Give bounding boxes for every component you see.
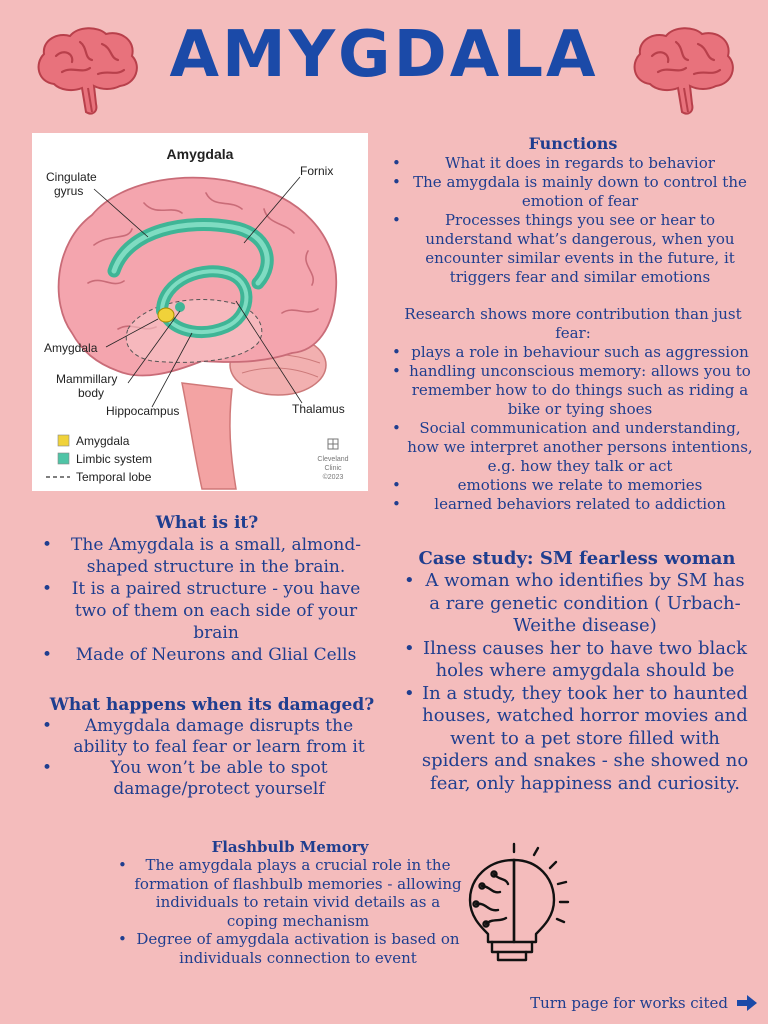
- list-item: learned behaviors related to addiction: [392, 495, 754, 514]
- functions-heading: Functions: [528, 134, 618, 153]
- works-cited-link[interactable]: Turn page for works cited: [530, 994, 728, 1012]
- list-item: Amygdala damage disrupts the ability to …: [42, 716, 382, 758]
- functions-list: What it does in regards to behavior The …: [392, 154, 754, 287]
- case-study-list: A woman who identifies by SM has a rare …: [404, 570, 750, 795]
- list-item: Made of Neurons and Glial Cells: [42, 644, 372, 666]
- damage-section: What happens when its damaged? Amygdala …: [42, 694, 382, 800]
- figure-title: Amygdala: [167, 146, 234, 162]
- list-item: Social communication and understanding, …: [392, 419, 754, 476]
- list-item: It is a paired structure - you have two …: [42, 578, 372, 644]
- list-item: Ilness causes her to have two black hole…: [404, 638, 750, 683]
- damage-heading: What happens when its damaged?: [49, 695, 375, 715]
- footer: Turn page for works cited: [530, 994, 758, 1012]
- what-is-it-heading: What is it?: [155, 513, 259, 533]
- list-item: A woman who identifies by SM has a rare …: [404, 570, 750, 638]
- list-item: What it does in regards to behavior: [392, 154, 754, 173]
- list-item: Processes things you see or hear to unde…: [392, 211, 754, 287]
- label-amygdala: Amygdala: [44, 341, 98, 355]
- damage-list: Amygdala damage disrupts the ability to …: [42, 716, 382, 800]
- label-mammillary: Mammillary: [56, 372, 117, 386]
- flashbulb-list: The amygdala plays a crucial role in the…: [118, 856, 462, 967]
- brain-icon: [633, 27, 734, 115]
- what-is-it-list: The Amygdala is a small, almond-shaped s…: [42, 534, 372, 666]
- label-mammillary: body: [78, 386, 104, 400]
- legend-limbic: Limbic system: [76, 452, 152, 466]
- legend-amygdala: Amygdala: [76, 434, 130, 448]
- arrow-right-icon[interactable]: [736, 994, 758, 1012]
- brain-icon: [37, 27, 138, 115]
- what-is-it-section: What is it? The Amygdala is a small, alm…: [42, 512, 372, 666]
- list-item: plays a role in behaviour such as aggres…: [392, 343, 754, 362]
- clinic-logo: [327, 438, 339, 450]
- credit: Clinic: [324, 465, 342, 472]
- list-item: emotions we relate to memories: [392, 476, 754, 495]
- credit: ©2023: [323, 473, 344, 481]
- list-item: handling unconscious memory: allows you …: [392, 362, 754, 419]
- credit: Cleveland: [317, 456, 348, 463]
- legend-temporal: Temporal lobe: [76, 470, 152, 484]
- research-list: plays a role in behaviour such as aggres…: [392, 343, 754, 514]
- case-study-section: Case study: SM fearless woman A woman wh…: [404, 548, 750, 795]
- list-item: The Amygdala is a small, almond-shaped s…: [42, 534, 372, 578]
- label-thalamus: Thalamus: [292, 402, 345, 416]
- lightbulb-brain-icon: [468, 842, 570, 962]
- label-cingulate: gyrus: [54, 184, 83, 198]
- flashbulb-section: Flashbulb Memory The amygdala plays a cr…: [118, 838, 462, 967]
- list-item: You won’t be able to spot damage/protect…: [42, 758, 382, 800]
- case-study-heading: Case study: SM fearless woman: [418, 548, 736, 569]
- list-item: Degree of amygdala activation is based o…: [118, 930, 462, 967]
- list-item: The amygdala plays a crucial role in the…: [118, 856, 462, 930]
- list-item: The amygdala is mainly down to control t…: [392, 173, 754, 211]
- flashbulb-heading: Flashbulb Memory: [211, 838, 369, 856]
- label-hippocampus: Hippocampus: [106, 404, 179, 418]
- amygdala-diagram: Amygdala Cingulate gyrus Fornix Amygdala: [32, 133, 368, 491]
- functions-section: Functions What it does in regards to beh…: [392, 134, 754, 514]
- list-item: In a study, they took her to haunted hou…: [404, 683, 750, 796]
- page-title: AMYGDALA: [169, 18, 599, 92]
- research-intro: Research shows more contribution than ju…: [404, 305, 742, 342]
- label-cingulate: Cingulate: [46, 170, 97, 184]
- label-fornix: Fornix: [300, 164, 333, 178]
